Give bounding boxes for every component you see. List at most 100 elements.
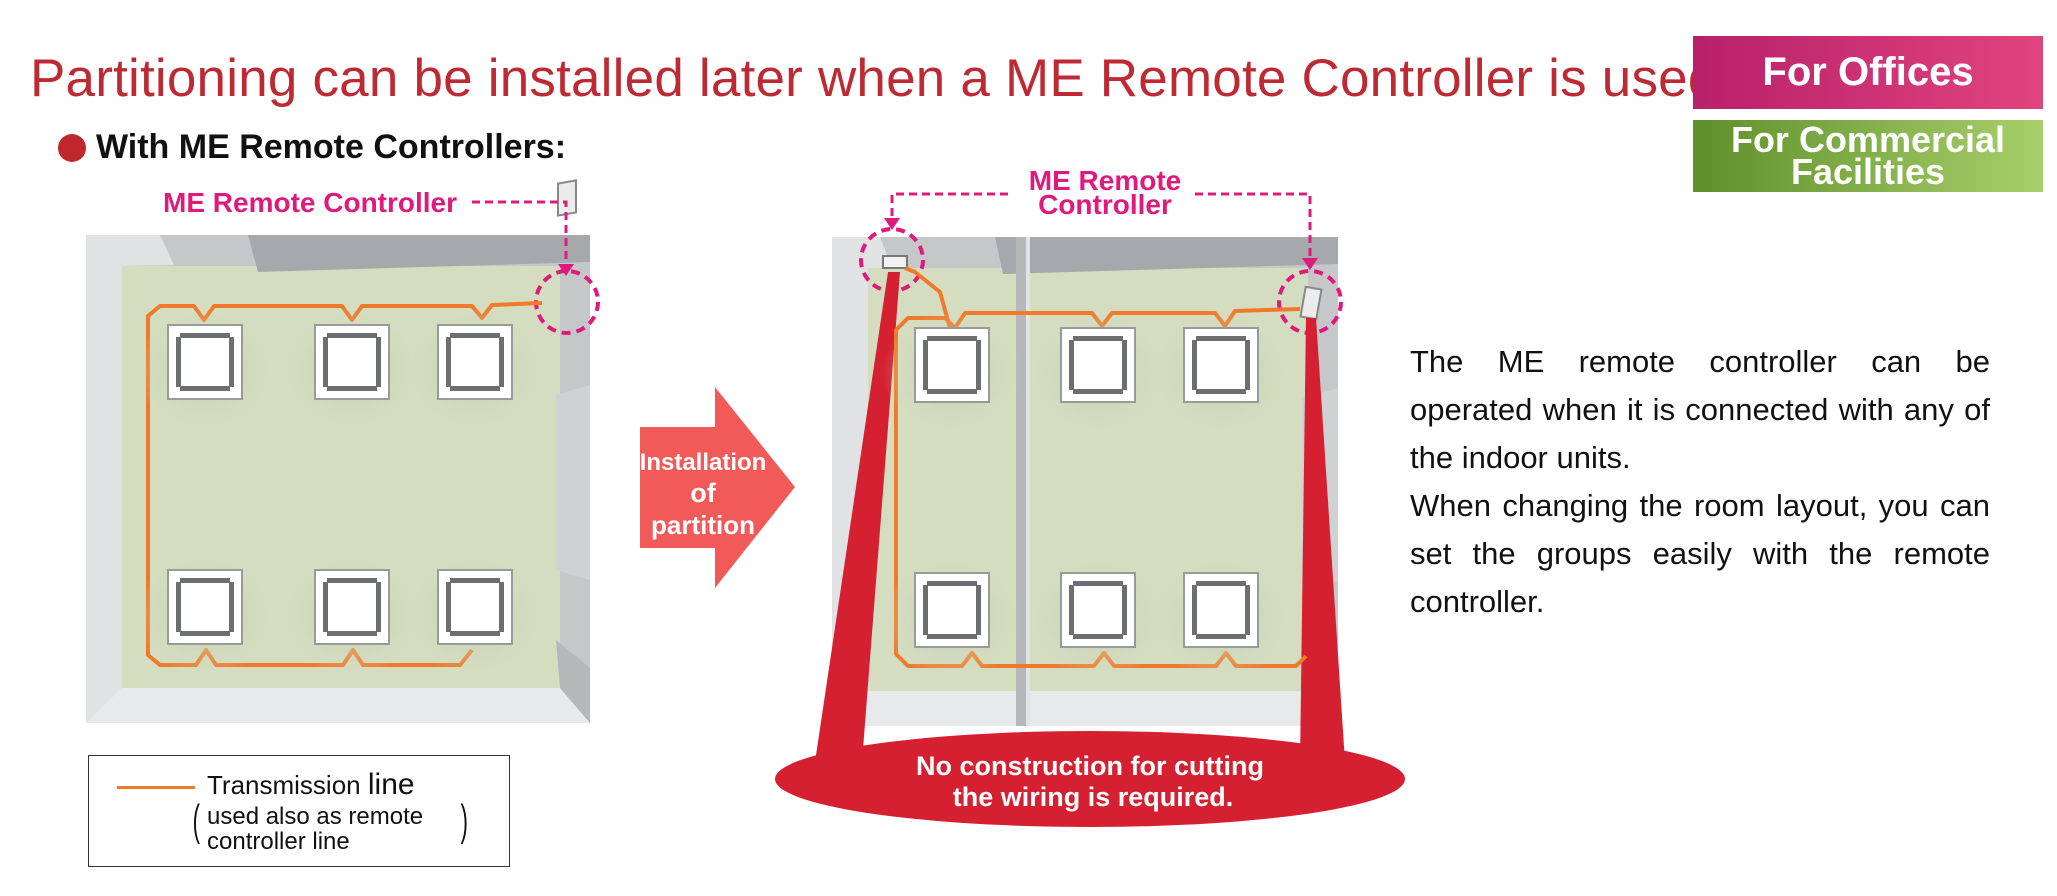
unit-vent: [1196, 336, 1246, 341]
left-wall-right-panel: [556, 385, 590, 580]
no-construction-callout: No construction for cutting the wiring i…: [775, 272, 1405, 827]
badge-commercial-line1: For Commercial: [1730, 119, 2006, 160]
unit-vent: [923, 585, 928, 635]
unit-vent: [323, 582, 328, 632]
right-wall-bottom: [832, 691, 1338, 726]
unit-vent: [976, 340, 981, 390]
controller-label-connectors: [472, 192, 1312, 268]
right-connector-arrowhead-2: [1302, 258, 1318, 270]
indoor-unit-icon: [882, 556, 1022, 680]
legend-note-line1: used also as remote: [207, 803, 424, 830]
unit-vent: [1073, 581, 1123, 586]
arrow-label-line2: of: [690, 478, 716, 508]
indoor-unit-icon: [135, 553, 275, 677]
unit-vent: [1245, 585, 1250, 635]
description-para1: The ME remote controller can be operated…: [1410, 344, 1990, 475]
page-title: Partitioning can be installed later when…: [30, 49, 1733, 108]
section-heading: With ME Remote Controllers:: [58, 128, 566, 167]
unit-vent: [180, 631, 230, 636]
left-controller-label: ME Remote Controller: [163, 187, 457, 218]
unit-vent: [1196, 581, 1246, 586]
note-ellipse: [775, 731, 1405, 827]
arrow-shape: [640, 387, 795, 588]
right-controller-label-line2: Controller: [1038, 189, 1172, 220]
right-controller-label-line1: ME Remote: [1029, 165, 1181, 196]
unit-vent: [446, 582, 451, 632]
unit-vent: [180, 333, 230, 338]
unit-vent: [450, 578, 500, 583]
bullet-icon: [58, 133, 86, 162]
badge-for-commercial-facilities: For Commercial Facilities: [1693, 120, 2043, 192]
unit-vent: [1192, 585, 1197, 635]
unit-vent: [1196, 389, 1246, 394]
arrow-label-line1: Installation: [640, 449, 767, 476]
unit-vent: [1073, 336, 1123, 341]
badge-commercial-line2: Facilities: [1790, 151, 1946, 192]
badge-for-offices-label: For Offices: [1762, 50, 1974, 94]
legend-close-paren: ): [460, 796, 468, 845]
indoor-unit-icon: [1028, 556, 1168, 680]
unit-vent: [1069, 340, 1074, 390]
indoor-unit-icon: [135, 308, 275, 432]
right-connector-arrowhead-1: [884, 218, 900, 230]
unit-vent: [923, 340, 928, 390]
unit-vent: [927, 336, 977, 341]
unit-vent: [927, 389, 977, 394]
arrow-label-line3: partition: [651, 510, 755, 540]
partition-arrow: [640, 387, 795, 588]
partition-wall: [1016, 237, 1026, 726]
unit-vent: [229, 582, 234, 632]
right-wall-top: [995, 237, 1338, 274]
unit-vent: [323, 337, 328, 387]
unit-vent: [499, 582, 504, 632]
legend-open-paren: (: [192, 796, 200, 845]
unit-vent: [327, 333, 377, 338]
indoor-unit-icon: [1151, 311, 1291, 435]
indoor-units: [135, 308, 1291, 680]
unit-vent: [450, 631, 500, 636]
unit-vent: [1122, 585, 1127, 635]
unit-vent: [1073, 634, 1123, 639]
indoor-unit-icon: [282, 553, 422, 677]
right-label-connector-left: [890, 192, 1008, 222]
legend-note: used also as remote controller line: [207, 804, 423, 854]
right-ceiling-remote-controller-icon: [882, 255, 908, 269]
unit-vent: [176, 337, 181, 387]
indoor-unit-icon: [405, 308, 545, 432]
legend-label: Transmission line: [207, 768, 415, 802]
right-label-connector-right: [1195, 192, 1312, 262]
left-wall-bottom: [86, 688, 590, 723]
unit-vent: [327, 578, 377, 583]
left-connector-arrowhead: [558, 264, 574, 276]
unit-vent: [327, 386, 377, 391]
left-wall-top: [248, 235, 590, 272]
indoor-unit-icon: [1151, 556, 1291, 680]
legend-note-line2: controller line: [207, 828, 350, 855]
unit-vent: [176, 582, 181, 632]
unit-vent: [180, 578, 230, 583]
unit-vent: [1245, 340, 1250, 390]
description: The ME remote controller can be operated…: [1410, 338, 1990, 626]
unit-vent: [1192, 340, 1197, 390]
left-wall-right-corner: [556, 640, 590, 723]
left-label-connector: [472, 200, 568, 268]
unit-vent: [1073, 389, 1123, 394]
red-beam-left: [815, 272, 900, 762]
right-wall-remote-controller-icon: [1299, 285, 1323, 321]
unit-vent: [450, 333, 500, 338]
note-line2: the wiring is required.: [953, 782, 1234, 812]
description-para2: When changing the room layout, you can s…: [1410, 488, 1990, 619]
unit-vent: [927, 581, 977, 586]
transmission-line-swatch: [117, 786, 195, 789]
indoor-unit-icon: [1028, 311, 1168, 435]
unit-vent: [976, 585, 981, 635]
right-ceiling-drop-line: [904, 266, 952, 329]
unit-vent: [450, 386, 500, 391]
unit-vent: [180, 386, 230, 391]
indoor-unit-icon: [282, 308, 422, 432]
indoor-unit-icon: [882, 311, 1022, 435]
unit-vent: [927, 634, 977, 639]
unit-vent: [229, 337, 234, 387]
indoor-unit-icon: [405, 553, 545, 677]
